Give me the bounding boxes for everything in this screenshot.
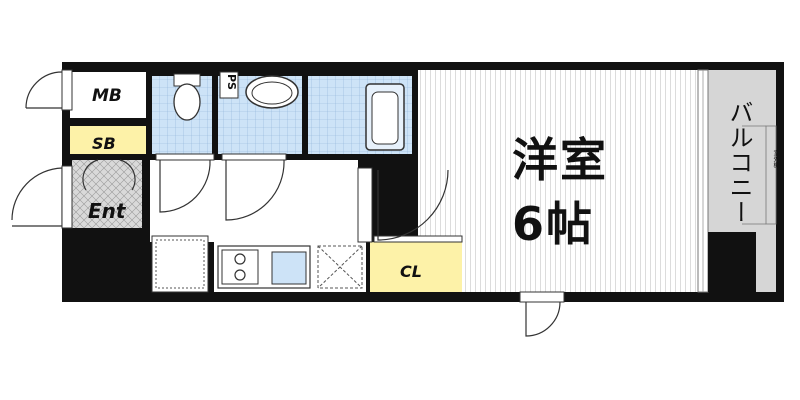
toilet-bowl bbox=[173, 83, 201, 121]
pipe-space-label: PS bbox=[225, 74, 238, 90]
shoe-box bbox=[70, 126, 146, 154]
meter-box bbox=[70, 72, 146, 118]
shoe-box-label: SB bbox=[92, 134, 116, 153]
ac-unit-label: 室外機 bbox=[772, 150, 779, 168]
room-size-label: 6帖 bbox=[512, 197, 595, 251]
room-type-label: 洋室 bbox=[512, 133, 608, 187]
entrance-floor bbox=[72, 160, 142, 228]
main-room-floor bbox=[418, 70, 700, 292]
meter-box-label: MB bbox=[92, 86, 122, 106]
balcony-label: バルコニー bbox=[725, 100, 753, 225]
entrance-label: Ent bbox=[88, 199, 126, 223]
ac-unit-outline bbox=[765, 125, 777, 225]
hallway-floor bbox=[150, 160, 358, 242]
closet bbox=[370, 242, 462, 292]
pipe-space bbox=[219, 71, 239, 99]
kitchen-sink bbox=[271, 251, 307, 285]
closet-label: CL bbox=[400, 262, 422, 281]
entrance-door-swing bbox=[11, 167, 63, 221]
